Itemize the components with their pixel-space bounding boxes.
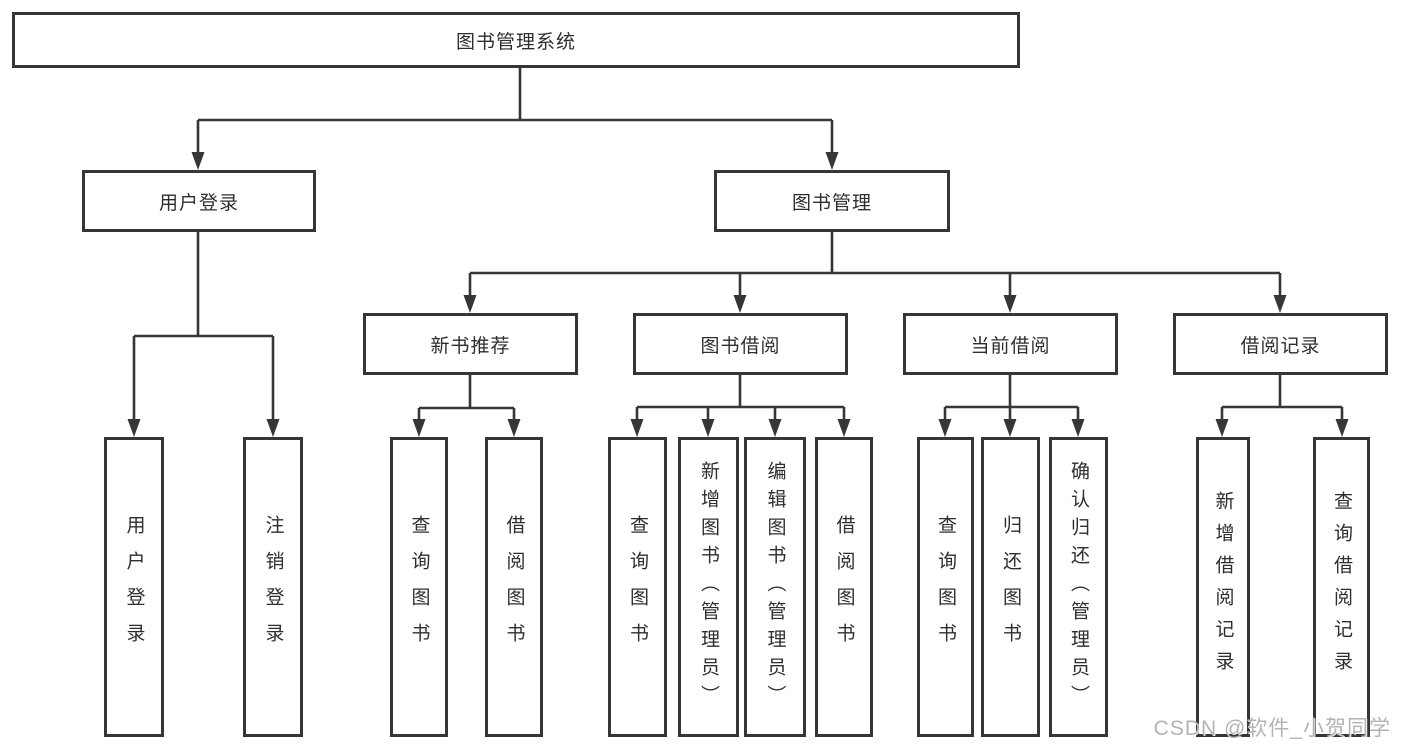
node-book-borrow: 图书借阅	[633, 313, 848, 375]
node-user-login: 用户登录	[82, 170, 316, 232]
leaf-bb-query-books: 查询图书	[608, 437, 667, 737]
leaf-label: 确认归还（管理员）	[1068, 461, 1089, 713]
node-current-borrow: 当前借阅	[903, 313, 1118, 375]
leaf-bb-edit-books-admin: 编辑图书（管理员）	[744, 437, 806, 737]
node-label: 新书推荐	[430, 335, 511, 357]
leaf-label: 新增借阅记录	[1212, 491, 1234, 683]
csdn-watermark: CSDN @软件_小贺同学	[1153, 717, 1391, 740]
leaf-nbr-query-books: 查询图书	[390, 437, 448, 737]
leaf-label: 归还图书	[1000, 515, 1021, 659]
node-label: 图书管理系统	[455, 31, 576, 53]
leaf-label: 查询图书	[627, 515, 648, 659]
node-book-management: 图书管理	[714, 170, 950, 232]
leaf-label: 编辑图书（管理员）	[764, 461, 786, 713]
leaf-label: 借阅图书	[503, 515, 525, 659]
leaf-cb-confirm-return-admin: 确认归还（管理员）	[1049, 437, 1108, 737]
node-label: 用户登录	[158, 192, 239, 214]
leaf-logout: 注销登录	[243, 437, 303, 737]
leaf-label: 查询图书	[935, 515, 956, 659]
leaf-br-add-record: 新增借阅记录	[1196, 437, 1250, 737]
leaf-label: 用户登录	[123, 515, 145, 659]
node-label: 借阅记录	[1240, 335, 1321, 357]
leaf-nbr-borrow-books: 借阅图书	[485, 437, 543, 737]
node-borrow-records: 借阅记录	[1173, 313, 1388, 375]
node-label: 当前借阅	[970, 335, 1051, 357]
leaf-cb-query-books: 查询图书	[917, 437, 974, 737]
leaf-bb-add-books-admin: 新增图书（管理员）	[678, 437, 739, 737]
node-label: 图书管理	[791, 192, 872, 214]
leaf-user-login: 用户登录	[104, 437, 164, 737]
leaf-label: 查询借阅记录	[1331, 491, 1352, 683]
leaf-label: 新增图书（管理员）	[698, 461, 719, 713]
leaf-label: 查询图书	[408, 515, 430, 659]
leaf-bb-borrow-books: 借阅图书	[815, 437, 873, 737]
node-label: 图书借阅	[700, 335, 781, 357]
node-new-book-recommend: 新书推荐	[363, 313, 578, 375]
node-root-system: 图书管理系统	[12, 12, 1020, 68]
leaf-cb-return-books: 归还图书	[981, 437, 1040, 737]
leaf-label: 注销登录	[262, 515, 284, 659]
leaf-label: 借阅图书	[833, 515, 855, 659]
leaf-br-query-record: 查询借阅记录	[1313, 437, 1370, 737]
